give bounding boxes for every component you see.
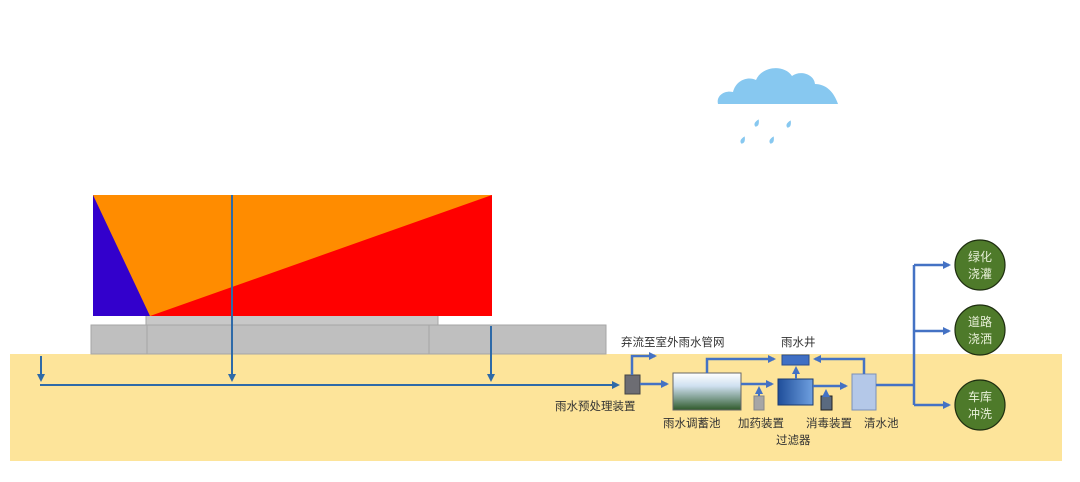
rain-well xyxy=(781,354,810,366)
dosing-device xyxy=(753,395,765,411)
podium-top xyxy=(145,314,439,326)
use-greening-line1: 绿化 xyxy=(968,249,992,264)
label-disinfection: 消毒装置 xyxy=(806,416,852,430)
use-road-line1: 道路 xyxy=(968,314,992,329)
ground xyxy=(10,354,1062,461)
podium-right xyxy=(428,324,607,355)
use-road-line2: 浇洒 xyxy=(968,332,992,346)
label-rain-well: 雨水井 xyxy=(781,335,816,349)
use-road: 道路 浇洒 xyxy=(954,304,1006,356)
storage-tank xyxy=(672,372,742,411)
label-pretreatment: 雨水预处理装置 xyxy=(555,399,636,413)
use-garage-line2: 冲洗 xyxy=(968,406,992,421)
podium-middle xyxy=(146,324,430,355)
label-storage-tank: 雨水调蓄池 xyxy=(663,416,721,430)
filter xyxy=(777,378,814,406)
use-garage-line1: 车库 xyxy=(968,389,992,404)
building xyxy=(93,195,492,316)
use-greening: 绿化 浇灌 xyxy=(954,239,1006,291)
discharge-pipe xyxy=(630,352,657,375)
label-discharge: 弃流至室外雨水管网 xyxy=(621,335,725,349)
use-garage: 车库 冲洗 xyxy=(954,379,1006,431)
podium-left xyxy=(90,324,148,355)
disinfection-device xyxy=(820,395,833,411)
label-clear-water-tank: 清水池 xyxy=(864,416,899,430)
pretreatment-device xyxy=(624,374,641,395)
use-greening-line2: 浇灌 xyxy=(968,267,992,281)
clear-water-tank xyxy=(851,373,877,411)
label-filter: 过滤器 xyxy=(776,433,811,447)
overflow-pipe-storage xyxy=(705,355,776,373)
overflow-pipe-clear xyxy=(813,355,866,374)
label-dosing: 加药装置 xyxy=(738,416,784,430)
rain-cloud-icon xyxy=(717,68,838,144)
